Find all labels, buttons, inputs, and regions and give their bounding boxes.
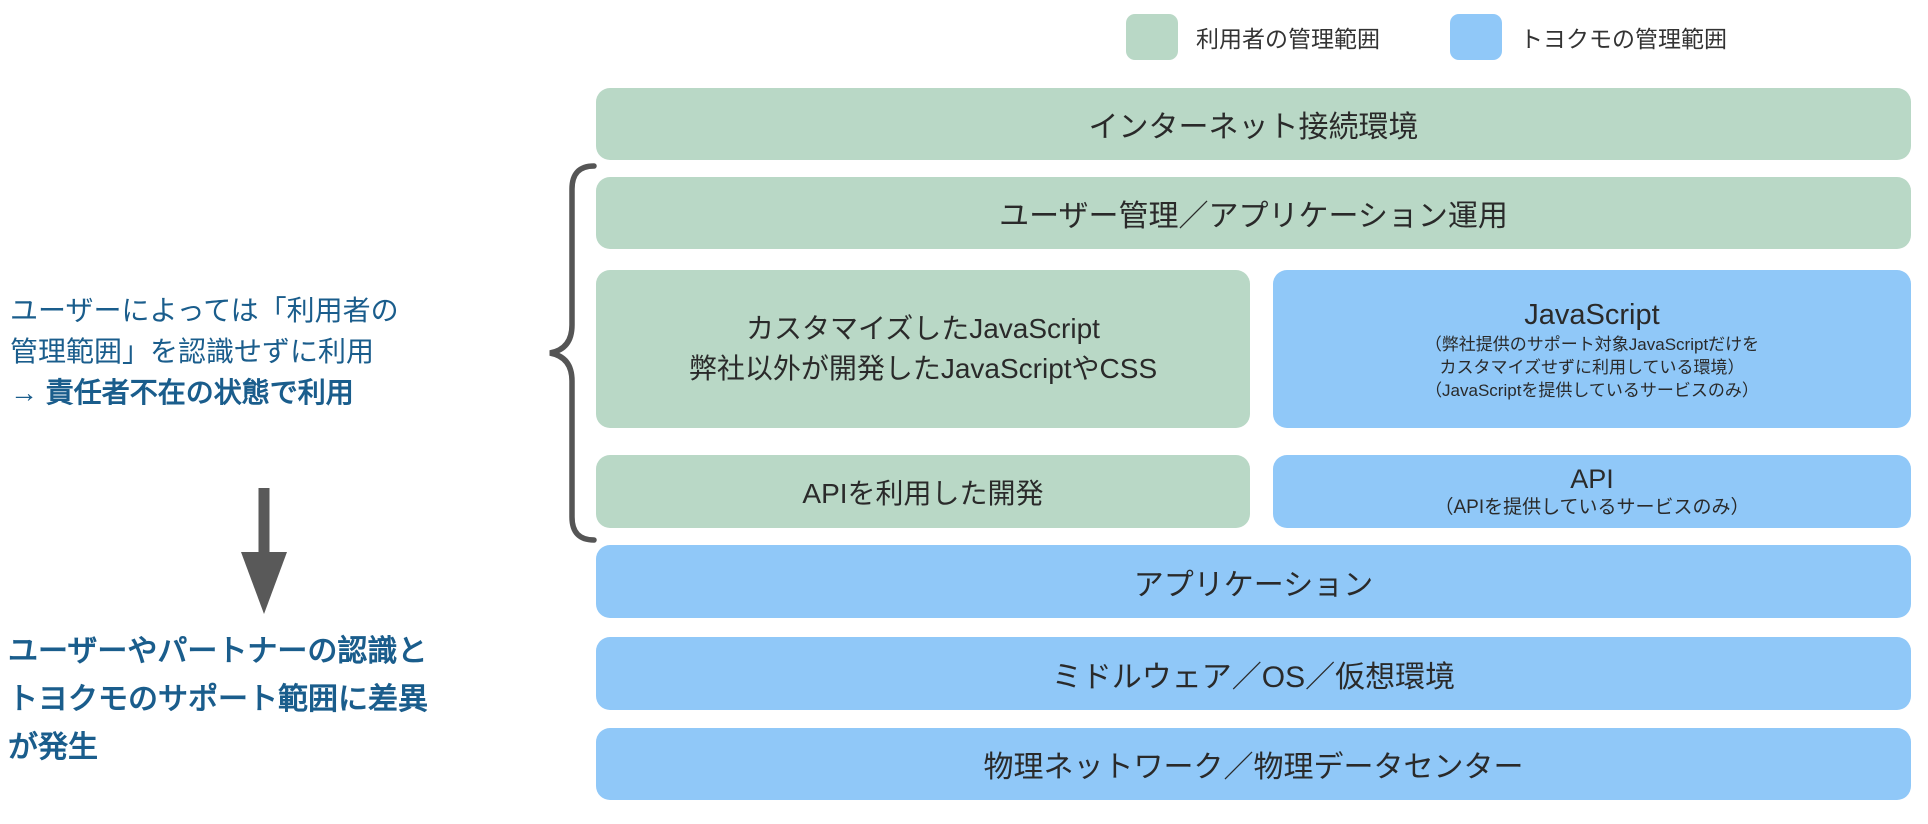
legend-item-user-scope: 利用者の管理範囲 xyxy=(1126,14,1380,60)
layer-internet-connection: インターネット接続環境 xyxy=(596,88,1911,160)
layer-middleware-os-virtual: ミドルウェア／OS／仮想環境 xyxy=(596,637,1911,710)
legend: 利用者の管理範囲 トヨクモの管理範囲 xyxy=(1126,14,1727,60)
annotation-line: 管理範囲」を認識せずに利用 xyxy=(10,336,375,367)
annotation-recognition: ユーザーによっては「利用者の 管理範囲」を認識せずに利用 → 責任者不在の状態で… xyxy=(10,290,399,413)
block-api-development: APIを利用した開発 xyxy=(596,455,1250,528)
block-note: （JavaScriptを提供しているサービスのみ） xyxy=(1425,380,1759,400)
curly-brace-icon xyxy=(549,163,597,543)
block-label-line: 弊社以外が開発したJavaScriptやCSS xyxy=(688,353,1158,384)
block-javascript-unmodified: JavaScript （弊社提供のサポート対象JavaScriptだけを カスタ… xyxy=(1273,270,1911,428)
block-api-provided: API （APIを提供しているサービスのみ） xyxy=(1273,455,1911,528)
annotation-line-bold: → 責任者不在の状態で利用 xyxy=(10,377,354,408)
user-scope-color-swatch xyxy=(1126,14,1178,60)
annotation-line: が発生 xyxy=(8,731,98,764)
legend-item-toyokumo-scope: トヨクモの管理範囲 xyxy=(1450,14,1727,60)
block-note: （弊社提供のサポート対象JavaScriptだけを xyxy=(1424,334,1760,354)
layer-physical-network-datacenter: 物理ネットワーク／物理データセンター xyxy=(596,728,1911,800)
block-label-line: カスタマイズしたJavaScript xyxy=(746,313,1100,344)
block-note: （APIを提供しているサービスのみ） xyxy=(1434,496,1750,518)
block-note: カスタマイズせずに利用している環境） xyxy=(1439,357,1745,377)
annotation-gap: ユーザーやパートナーの認識と トヨクモのサポート範囲に差異 が発生 xyxy=(8,628,428,772)
layer-label: インターネット接続環境 xyxy=(1088,111,1419,144)
layer-user-management: ユーザー管理／アプリケーション運用 xyxy=(596,177,1911,249)
annotation-line: トヨクモのサポート範囲に差異 xyxy=(8,683,428,716)
block-title: API xyxy=(1570,463,1614,494)
layer-label: ユーザー管理／アプリケーション運用 xyxy=(999,200,1508,233)
legend-label: トヨクモの管理範囲 xyxy=(1520,26,1727,52)
layer-application: アプリケーション xyxy=(596,545,1911,618)
layer-label: アプリケーション xyxy=(1133,568,1374,602)
layer-label: ミドルウェア／OS／仮想環境 xyxy=(1051,660,1456,694)
annotation-line: ユーザーによっては「利用者の xyxy=(10,295,399,326)
legend-label: 利用者の管理範囲 xyxy=(1196,26,1380,52)
block-label: APIを利用した開発 xyxy=(802,477,1044,509)
block-title: JavaScript xyxy=(1524,298,1660,331)
annotation-line: ユーザーやパートナーの認識と xyxy=(8,635,428,668)
toyokumo-scope-color-swatch xyxy=(1450,14,1502,60)
layer-label: 物理ネットワーク／物理データセンター xyxy=(983,751,1524,784)
block-customized-javascript: カスタマイズしたJavaScript 弊社以外が開発したJavaScriptやC… xyxy=(596,270,1250,428)
down-arrow-icon xyxy=(241,488,287,614)
